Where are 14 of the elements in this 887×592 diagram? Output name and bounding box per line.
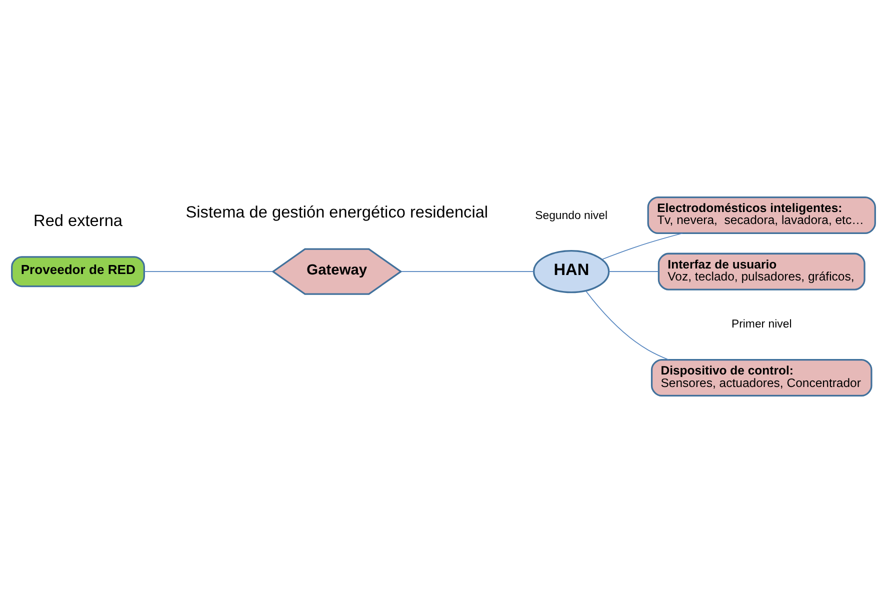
connector	[608, 270, 660, 272]
label: Red externa	[34, 211, 122, 230]
node-ellipse: HAN	[533, 250, 610, 293]
label: Sistema de gestión energético residencial	[186, 203, 488, 222]
connector	[602, 232, 683, 260]
connector	[400, 270, 534, 272]
label: Segundo nivel	[535, 210, 608, 222]
connector	[144, 270, 274, 272]
node-box: Dispositivo de control: Sensores, actuadores, Concentrador	[650, 358, 872, 396]
node-box: Interfaz de usuario Voz, teclado, pulsadores, gráficos,	[658, 252, 866, 290]
node-box: Electrodomésticos inteligentes: Tv, nevera, secadora, lavadora, etc…	[647, 196, 876, 234]
connector	[585, 290, 670, 360]
label: Primer nivel	[731, 318, 792, 330]
node-box: Proveedor de RED	[11, 256, 145, 287]
